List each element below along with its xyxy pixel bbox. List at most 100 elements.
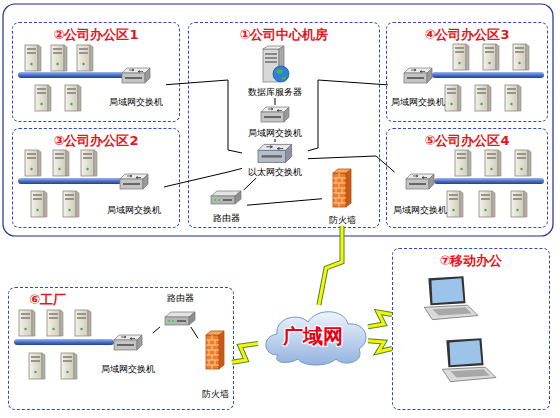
pc-tower bbox=[63, 191, 79, 217]
network-link bbox=[308, 156, 395, 172]
wan-link bbox=[232, 344, 258, 363]
switch-ports bbox=[125, 77, 142, 79]
bolt-core bbox=[319, 226, 342, 305]
globe-land bbox=[276, 69, 286, 80]
globe bbox=[273, 66, 289, 82]
link-line bbox=[275, 139, 276, 142]
device-label: 路由器 bbox=[167, 293, 194, 304]
link-line bbox=[153, 327, 160, 333]
switch-node: 局域网交换机 bbox=[104, 172, 164, 216]
device-label: 数据库服务器 bbox=[248, 87, 302, 98]
device-label: 局域网交换机 bbox=[248, 128, 302, 139]
router-icon bbox=[165, 311, 195, 327]
switch-front bbox=[406, 179, 429, 189]
pc-tower bbox=[485, 150, 501, 176]
router-light bbox=[168, 320, 170, 322]
server-slot bbox=[265, 57, 277, 59]
ethernet-switch-shape bbox=[258, 144, 292, 162]
switch-front bbox=[114, 340, 137, 350]
area-box: ③公司办公区2局域网交换机 bbox=[12, 128, 180, 228]
wan-link bbox=[368, 312, 392, 327]
switch-node: 局域网交换机 bbox=[98, 333, 158, 375]
router-side bbox=[189, 312, 195, 325]
server-slot bbox=[265, 53, 277, 55]
device-label: 局域网交换机 bbox=[393, 205, 447, 216]
wall-bricks bbox=[333, 173, 346, 207]
area-box: ④公司办公区3局域网交换机 bbox=[386, 22, 548, 122]
db-icon bbox=[260, 46, 290, 84]
server-slot bbox=[265, 61, 277, 63]
pc-tower bbox=[483, 44, 499, 70]
pc-tower bbox=[77, 45, 93, 71]
pc-tower bbox=[61, 353, 77, 379]
switch-node: 局域网交换机 bbox=[390, 172, 450, 216]
pc-tower bbox=[65, 85, 81, 111]
pc-tower bbox=[455, 150, 471, 176]
area-box: ⑤公司办公区4 局域网交换机 bbox=[386, 128, 548, 228]
router-light bbox=[172, 320, 174, 322]
area-box: ②公司办公区1局域网交换机 bbox=[12, 22, 180, 122]
router-side bbox=[235, 191, 241, 204]
router-port bbox=[177, 320, 186, 322]
pc-tower bbox=[505, 85, 521, 111]
switch-arrows bbox=[127, 175, 141, 179]
wan-link bbox=[319, 226, 342, 305]
switch-side bbox=[137, 335, 142, 350]
device-label: 局域网交换机 bbox=[109, 97, 163, 108]
wall-top bbox=[206, 331, 224, 335]
firewall-icon bbox=[332, 168, 352, 208]
area-box: ⑦移动办公 bbox=[392, 248, 550, 410]
lan-bus bbox=[432, 72, 544, 78]
switch-icon bbox=[114, 333, 142, 351]
area-title: ⑤公司办公区4 bbox=[387, 133, 547, 148]
switch-ports bbox=[407, 77, 424, 79]
switch-ports bbox=[409, 183, 426, 185]
bolt-outline bbox=[319, 226, 342, 305]
company-boundary bbox=[3, 4, 553, 236]
laptop bbox=[442, 338, 496, 381]
network-link bbox=[275, 139, 276, 142]
device-label: 以太网交换机 bbox=[248, 167, 302, 178]
pc-tower bbox=[81, 150, 97, 176]
switch-icon bbox=[404, 66, 432, 84]
router-node: 路由器 bbox=[205, 190, 247, 224]
area-title: ④公司办公区3 bbox=[387, 27, 547, 42]
bolt-core bbox=[232, 344, 258, 363]
network-link bbox=[308, 80, 388, 151]
pc-tower bbox=[513, 44, 529, 70]
switch-side bbox=[429, 174, 434, 189]
lan-bus bbox=[18, 178, 122, 184]
network-link bbox=[153, 327, 160, 333]
router-node: 路由器 bbox=[160, 293, 200, 327]
network-link bbox=[164, 168, 242, 187]
pc-tower bbox=[29, 353, 45, 379]
wall-side bbox=[219, 331, 224, 369]
pc-tower bbox=[479, 191, 495, 217]
switch-arrows bbox=[413, 175, 427, 179]
pc-tower bbox=[75, 310, 91, 336]
pc-tower bbox=[53, 150, 69, 176]
device-label: 局域网交换机 bbox=[101, 364, 155, 375]
switch-ports bbox=[123, 183, 140, 185]
router-light bbox=[214, 199, 216, 201]
laptop bbox=[424, 276, 478, 319]
cloud-label: 广域网 bbox=[258, 324, 368, 348]
eth-icon bbox=[258, 142, 292, 164]
wall-front bbox=[333, 173, 346, 207]
wan-cloud: 广域网 bbox=[258, 305, 368, 367]
switch-side bbox=[145, 68, 150, 83]
network-link bbox=[166, 80, 242, 153]
wall-bricks bbox=[206, 335, 219, 369]
network-link bbox=[247, 199, 322, 205]
switch-icon bbox=[261, 105, 289, 123]
bolt-core bbox=[368, 312, 392, 327]
firewall-icon bbox=[205, 330, 225, 370]
wan-link bbox=[368, 341, 392, 352]
switch-side bbox=[284, 107, 289, 122]
link-line bbox=[247, 199, 322, 205]
network-link bbox=[191, 327, 198, 338]
switch-ports bbox=[262, 155, 282, 157]
pc-tower bbox=[475, 85, 491, 111]
link-line bbox=[244, 178, 257, 190]
